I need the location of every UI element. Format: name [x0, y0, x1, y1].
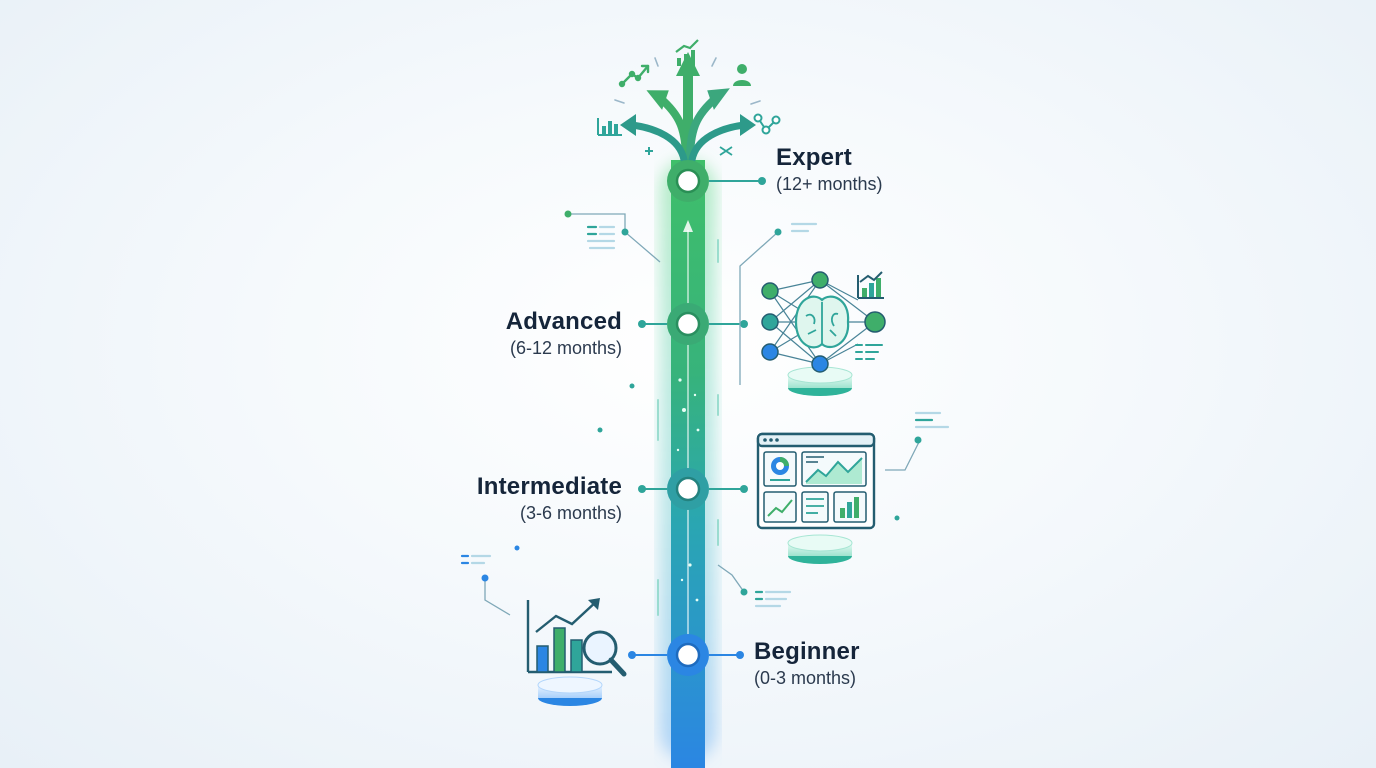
branching-arrows-icon [620, 52, 756, 170]
line-chart-up-icon [618, 64, 650, 88]
stage-node-intermediate [667, 468, 709, 510]
connectors [628, 177, 766, 659]
beginner-pedestal [537, 676, 603, 706]
stage-name-expert: Expert [776, 144, 852, 171]
shuffle-icon [719, 146, 733, 156]
stage-label-intermediate: Intermediate (3-6 months) [477, 473, 622, 525]
stage-duration-advanced: (6-12 months) [509, 338, 622, 358]
bar-chart-magnifier-icon [526, 598, 627, 677]
stage-node-beginner [667, 634, 709, 676]
bar-chart-small-icon [597, 118, 622, 136]
stage-name-beginner: Beginner [754, 638, 860, 665]
plus-icon [645, 147, 653, 155]
person-icon [733, 64, 751, 86]
path-arrowhead-icon [683, 220, 693, 232]
bar-growth-icon [675, 39, 699, 66]
neural-network-brain-icon [761, 271, 886, 373]
advanced-pedestal [787, 366, 853, 396]
stage-label-expert: Expert (12+ months) [776, 144, 883, 196]
stage-node-expert [667, 160, 709, 202]
path-accent-lines [657, 239, 719, 616]
decorative-callouts [484, 213, 921, 616]
decorative-dots [481, 210, 922, 596]
stage-duration-expert: (12+ months) [776, 174, 883, 194]
sparkle-dashes [614, 57, 761, 105]
advanced-list-icon [855, 344, 883, 360]
stage-name-advanced: Advanced [505, 308, 622, 335]
advanced-bar-chart-icon [857, 271, 884, 299]
stage-node-advanced [667, 303, 709, 345]
intermediate-pedestal [787, 534, 853, 564]
decorative-text-lines [460, 222, 950, 608]
stage-duration-beginner: (0-3 months) [754, 668, 857, 688]
network-nodes-icon [753, 113, 781, 135]
sparkles [676, 378, 700, 602]
stage-duration-intermediate: (3-6 months) [519, 503, 622, 523]
stage-label-advanced: Advanced (6-12 months) [506, 308, 622, 360]
dashboard-icon [756, 432, 876, 530]
stage-name-intermediate: Intermediate [476, 473, 622, 500]
stage-label-beginner: Beginner (0-3 months) [754, 638, 860, 690]
